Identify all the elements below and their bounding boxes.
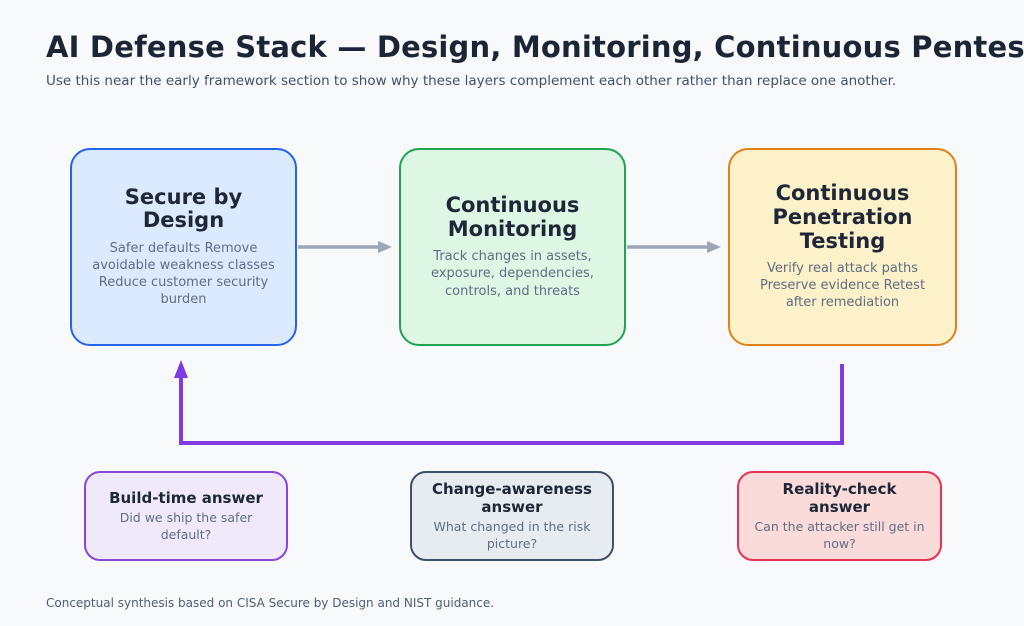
answer-title: Build-time answer — [109, 489, 263, 508]
stage-continuous-penetration-testing: Continuous Penetration Testing Verify re… — [728, 148, 957, 346]
attribution-footnote: Conceptual synthesis based on CISA Secur… — [46, 596, 495, 610]
answer-change-awareness: Change-awareness answer What changed in … — [410, 471, 614, 561]
answer-title: Change-awareness answer — [431, 480, 592, 517]
stage-body: Verify real attack paths Preserve eviden… — [759, 261, 926, 311]
answer-body: Can the attacker still get in now? — [754, 519, 925, 551]
stage-body: Track changes in assets, exposure, depen… — [431, 249, 594, 299]
answer-body: What changed in the risk picture? — [433, 519, 591, 551]
answer-body: Did we ship the safer default? — [119, 510, 253, 542]
stage-title: Continuous Penetration Testing — [772, 181, 913, 253]
stage-title: Secure by Design — [124, 184, 243, 233]
stage-continuous-monitoring: Continuous Monitoring Track changes in a… — [399, 148, 626, 346]
flow-arrow-right-icon — [627, 241, 721, 253]
stage-title: Continuous Monitoring — [445, 193, 580, 241]
answer-build-time: Build-time answer Did we ship the safer … — [84, 471, 288, 561]
stage-body: Safer defaults Remove avoidable weakness… — [92, 240, 275, 308]
feedback-arrow-icon — [174, 360, 844, 445]
page-title: AI Defense Stack — Design, Monitoring, C… — [46, 30, 1024, 64]
answer-reality-check: Reality-check answer Can the attacker st… — [737, 471, 942, 561]
stage-secure-by-design: Secure by Design Safer defaults Remove a… — [70, 148, 297, 346]
flow-arrow-right-icon — [298, 241, 392, 253]
answer-title: Reality-check answer — [782, 480, 897, 517]
page-subtitle: Use this near the early framework sectio… — [46, 73, 897, 89]
